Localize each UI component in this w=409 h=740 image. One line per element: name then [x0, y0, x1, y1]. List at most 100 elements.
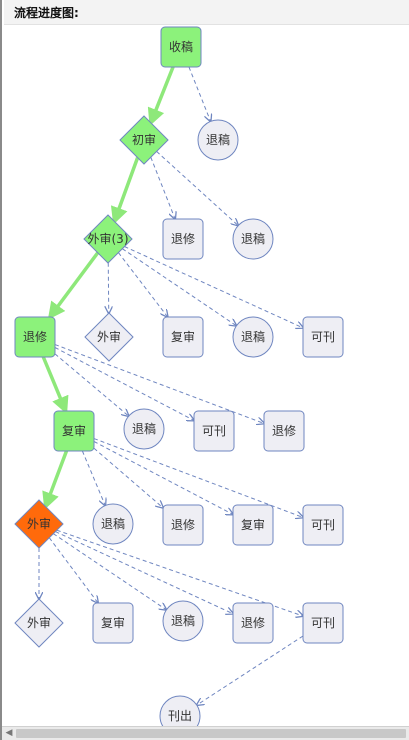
branch-edge-arrow — [53, 533, 166, 610]
branch-edge-arrow — [93, 441, 233, 515]
branch-edge-arrow — [108, 262, 109, 313]
flow-node-rect[interactable]: 可刊 — [302, 602, 344, 644]
flow-node-diamond[interactable]: 外审 — [84, 312, 134, 362]
node-label: 可刊 — [311, 616, 335, 630]
node-shape — [160, 26, 202, 68]
flow-node-rect[interactable]: 退修 — [232, 602, 274, 644]
node-shape — [197, 119, 239, 161]
node-label: 退稿 — [241, 329, 265, 344]
node-shape — [162, 218, 204, 260]
node-shape — [232, 316, 274, 358]
node-shape — [119, 115, 169, 165]
branch-edge-arrow — [150, 157, 175, 219]
flow-node-rect[interactable]: 可刊 — [193, 410, 235, 452]
node-label: 退修 — [171, 517, 195, 532]
node-label: 退修 — [272, 423, 296, 438]
node-label: 可刊 — [311, 518, 335, 532]
node-shape — [92, 503, 134, 545]
node-shape — [14, 316, 56, 358]
node-label: 可刊 — [311, 330, 335, 344]
flow-node-circle[interactable]: 退稿 — [232, 218, 274, 260]
scroll-left-icon[interactable]: ◀ — [5, 728, 13, 738]
flow-node-rect[interactable]: 退修 — [162, 504, 204, 546]
flow-node-diamond[interactable]: 初审 — [119, 115, 169, 165]
node-label: 复审 — [171, 329, 195, 344]
node-shape — [84, 312, 134, 362]
node-label: 退修 — [23, 329, 47, 344]
flow-node-diamond[interactable]: 外审 — [14, 499, 64, 549]
node-shape — [92, 602, 134, 644]
branch-edge-arrow — [93, 438, 303, 518]
flow-node-rect[interactable]: 退修 — [14, 316, 56, 358]
branch-edge-arrow — [81, 450, 105, 506]
horizontal-scrollbar[interactable]: ◀ — [2, 726, 409, 740]
node-shape — [123, 408, 165, 450]
node-label: 外审 — [27, 516, 51, 531]
node-label: 复审 — [241, 517, 265, 532]
scrollbar-thumb[interactable] — [16, 729, 406, 738]
node-label: 刊出 — [168, 709, 192, 723]
node-label: 外审 — [97, 329, 121, 344]
node-shape — [162, 504, 204, 546]
node-label: 复审 — [101, 615, 125, 630]
node-shape — [232, 504, 274, 546]
flow-node-rect[interactable]: 退修 — [263, 410, 305, 452]
flow-node-circle[interactable]: 退稿 — [123, 408, 165, 450]
progress-edge-arrow — [47, 251, 100, 320]
branch-edge-arrow — [156, 151, 239, 225]
panel-header: 流程进度图: — [4, 0, 409, 25]
progress-edge-arrow — [110, 157, 140, 225]
node-label: 可刊 — [202, 424, 226, 438]
flow-node-rect[interactable]: 复审 — [162, 316, 204, 358]
node-label: 退稿 — [206, 132, 230, 147]
node-shape — [53, 410, 95, 452]
node-shape — [232, 602, 274, 644]
flow-node-circle[interactable]: 退稿 — [197, 119, 239, 161]
flow-node-rect[interactable]: 可刊 — [302, 316, 344, 358]
progress-edge-arrow — [147, 66, 175, 127]
branch-edge-arrow — [122, 248, 236, 326]
branch-edge-arrow — [188, 66, 211, 121]
flow-node-circle[interactable]: 退稿 — [232, 316, 274, 358]
flow-node-rect[interactable]: 复审 — [53, 410, 95, 452]
node-shape — [159, 695, 201, 726]
node-shape — [302, 316, 344, 358]
node-shape — [302, 602, 344, 644]
node-shape — [302, 504, 344, 546]
flow-node-rect[interactable]: 退修 — [162, 218, 204, 260]
flow-node-circle[interactable]: 退稿 — [92, 503, 134, 545]
branch-edge-arrow — [54, 344, 264, 424]
branch-edge-arrow — [55, 531, 233, 614]
flow-node-circle[interactable]: 退稿 — [162, 600, 204, 642]
branch-edge-arrow — [124, 246, 303, 328]
node-label: 退修 — [171, 231, 195, 246]
node-label: 退稿 — [101, 516, 125, 531]
flow-diagram: 收稿退稿初审退修退稿外审(3)退修外审复审退稿可刊复审退稿可刊退修外审退稿退修复… — [14, 26, 344, 726]
node-shape — [14, 499, 64, 549]
branch-edge-arrow — [54, 353, 129, 416]
node-label: 收稿 — [169, 39, 193, 54]
progress-edge-arrow — [42, 450, 69, 510]
node-shape — [14, 598, 64, 648]
node-label: 退稿 — [132, 421, 156, 436]
node-label: 外审(3) — [88, 231, 129, 246]
node-shape — [83, 214, 133, 264]
branch-edge-arrow — [54, 347, 194, 421]
flow-node-rect[interactable]: 复审 — [92, 602, 134, 644]
flow-node-rect[interactable]: 复审 — [232, 504, 274, 546]
progress-edge-arrow — [41, 356, 69, 415]
node-label: 复审 — [62, 423, 86, 438]
flow-node-diamond[interactable]: 外审(3) — [83, 214, 133, 264]
flow-node-rect[interactable]: 可刊 — [302, 504, 344, 546]
node-label: 退修 — [241, 615, 265, 630]
node-shape — [263, 410, 305, 452]
flow-node-rect[interactable]: 收稿 — [160, 26, 202, 68]
flow-node-diamond[interactable]: 外审 — [14, 598, 64, 648]
panel-title: 流程进度图: — [14, 6, 79, 20]
branch-edge-arrow — [56, 529, 303, 616]
node-label: 退稿 — [241, 231, 265, 246]
node-shape — [162, 600, 204, 642]
flow-node-circle[interactable]: 刊出 — [159, 695, 201, 726]
node-label: 外审 — [27, 615, 51, 630]
